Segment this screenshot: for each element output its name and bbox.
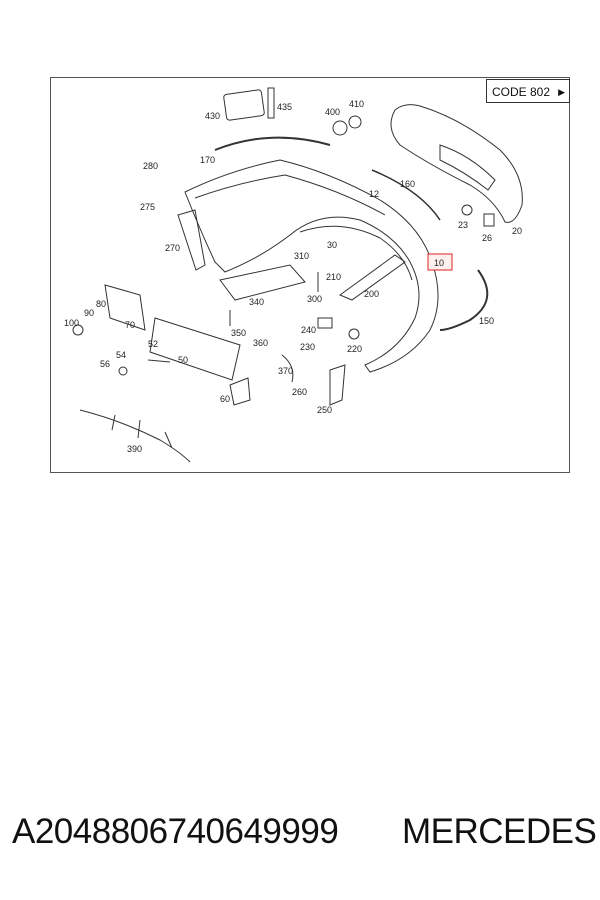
part-label-200: 200	[364, 289, 379, 299]
part-label-280: 280	[143, 161, 158, 171]
part-label-90: 90	[84, 308, 94, 318]
part-label-23: 23	[458, 220, 468, 230]
bracket-340	[219, 264, 306, 301]
part-label-60: 60	[220, 394, 230, 404]
part-label-160: 160	[400, 179, 415, 189]
brand-name: MERCEDES	[402, 812, 597, 851]
part-label-12: 12	[369, 189, 379, 199]
rail-200	[338, 254, 406, 301]
wiring-harness-390	[79, 409, 191, 463]
impact-absorber-50	[149, 317, 241, 381]
part-label-270: 270	[165, 243, 180, 253]
bumper-cover-drawing	[184, 159, 439, 373]
part-label-10: 10	[434, 258, 444, 268]
diffuser-drawing	[390, 104, 523, 223]
part-label-220: 220	[347, 344, 362, 354]
part-label-350: 350	[231, 328, 246, 338]
trim-strip-150	[439, 269, 489, 331]
part-label-260: 260	[292, 387, 307, 397]
part-label-310: 310	[294, 251, 309, 261]
part-label-410: 410	[349, 99, 364, 109]
part-label-300: 300	[307, 294, 322, 304]
trim-strip-170	[214, 136, 331, 151]
part-label-56: 56	[100, 359, 110, 369]
part-label-150: 150	[479, 316, 494, 326]
trim-strip-160	[371, 169, 441, 221]
part-label-250: 250	[317, 405, 332, 415]
part-label-435: 435	[277, 102, 292, 112]
part-label-370: 370	[278, 366, 293, 376]
part-label-400: 400	[325, 107, 340, 117]
part-label-170: 170	[200, 155, 215, 165]
part-label-30: 30	[327, 240, 337, 250]
code-label-text: CODE 802	[492, 85, 551, 99]
part-label-26: 26	[482, 233, 492, 243]
part-label-50: 50	[178, 355, 188, 365]
part-label-390: 390	[127, 444, 142, 454]
part-label-70: 70	[125, 320, 135, 330]
reflector-430	[223, 89, 265, 121]
part-label-230: 230	[300, 342, 315, 352]
code-label: CODE 802 ▶	[486, 79, 570, 103]
part-label-275: 275	[140, 202, 155, 212]
part-label-80: 80	[96, 299, 106, 309]
part-label-240: 240	[301, 325, 316, 335]
part-label-100: 100	[64, 318, 79, 328]
part-label-54: 54	[116, 350, 126, 360]
part-label-210: 210	[326, 272, 341, 282]
part-label-430: 430	[205, 111, 220, 121]
exploded-parts-diagram: 430 435 400 410 170 280 12 160 275 23 26 20 270 30 310…	[64, 87, 523, 463]
highlight-box-10	[427, 253, 453, 271]
footer: A2048806740649999 MERCEDES	[12, 812, 597, 860]
part-label-340: 340	[249, 297, 264, 307]
part-label-52: 52	[148, 339, 158, 349]
part-label-20: 20	[512, 226, 522, 236]
arrow-right-icon: ▶	[558, 87, 565, 97]
part-label-360: 360	[253, 338, 268, 348]
part-number: A2048806740649999	[12, 812, 339, 851]
diagram-frame	[50, 77, 570, 473]
